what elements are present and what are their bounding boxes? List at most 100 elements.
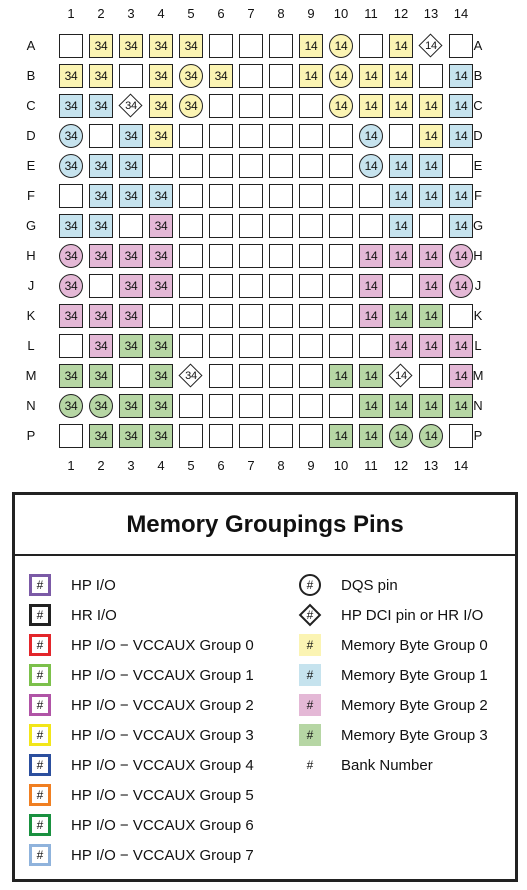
legend-item: #HP I/O − VCCAUX Group 6: [29, 813, 254, 837]
pin-cell: 34: [89, 64, 113, 88]
pin-cell: 34: [119, 304, 143, 328]
bank-number: 34: [94, 369, 108, 383]
bank-number: 34: [124, 129, 138, 143]
row-label-left: E: [26, 158, 36, 173]
legend-title: Memory Groupings Pins: [126, 511, 404, 538]
pin-cell: [269, 214, 293, 238]
pin-cell: [329, 154, 353, 178]
bank-number: 14: [364, 369, 378, 383]
pin-cell: [209, 424, 233, 448]
bank-number: 34: [94, 429, 108, 443]
pin-cell: 34: [149, 64, 173, 88]
bank-number: 14: [334, 69, 348, 83]
pin-cell: [269, 394, 293, 418]
pin-cell: 14: [389, 334, 413, 358]
pin-cell: [419, 64, 443, 88]
pin-cell: [329, 214, 353, 238]
legend-swatch: #: [299, 754, 321, 776]
dqs-pin: 34: [59, 154, 83, 178]
pin-cell: [239, 304, 263, 328]
pin-cell: 34: [89, 34, 113, 58]
legend-item: #HP I/O − VCCAUX Group 7: [29, 843, 254, 867]
bank-number: 14: [394, 249, 408, 263]
bank-number: 14: [304, 39, 318, 53]
legend-swatch: #: [29, 784, 51, 806]
diamond-icon: #: [298, 603, 322, 627]
pin-cell: [299, 364, 323, 388]
dqs-pin: 34: [179, 94, 203, 118]
pin-cell: [389, 274, 413, 298]
pin-cell: 14: [449, 214, 473, 238]
pin-cell: 34: [149, 184, 173, 208]
bank-number: 14: [454, 279, 468, 293]
pin-cell: 14: [419, 184, 443, 208]
bank-number: 14: [424, 159, 438, 173]
pin-cell: [419, 214, 443, 238]
row-label-left: A: [26, 38, 36, 53]
row-label-left: L: [27, 338, 35, 353]
dqs-pin: 14: [359, 124, 383, 148]
pin-cell: 34: [59, 94, 83, 118]
bank-number: 34: [124, 279, 138, 293]
bank-number: 34: [154, 69, 168, 83]
pin-cell: 34: [89, 154, 113, 178]
bank-number: 34: [64, 159, 78, 173]
legend-swatch: #: [299, 724, 321, 746]
row-label-left: K: [26, 308, 36, 323]
pin-cell: [359, 334, 383, 358]
row-label-right: G: [472, 218, 484, 233]
bank-number: 14: [394, 309, 408, 323]
bank-number: 14: [454, 369, 468, 383]
pin-cell: [209, 94, 233, 118]
column-label-top: 5: [187, 6, 195, 21]
legend-symbol: #: [306, 758, 314, 772]
column-label-bottom: 13: [423, 458, 439, 473]
bank-number: 34: [94, 69, 108, 83]
circle-icon: #: [299, 574, 321, 596]
legend-item: # HP I/O − VCCAUX Group 2: [29, 693, 254, 717]
bank-number: 14: [394, 429, 408, 443]
pin-cell: [269, 364, 293, 388]
pin-cell: [299, 274, 323, 298]
row-label-right: A: [473, 38, 483, 53]
pin-cell: [209, 124, 233, 148]
pin-cell: [239, 124, 263, 148]
bank-number: 34: [154, 129, 168, 143]
pin-cell: [59, 184, 83, 208]
pin-cell: [59, 334, 83, 358]
column-label-top: 14: [453, 6, 469, 21]
pin-cell: 34: [119, 154, 143, 178]
legend-symbol: #: [306, 578, 314, 592]
bank-number: 14: [364, 99, 378, 113]
pin-cell: [269, 124, 293, 148]
legend-label: HP I/O − VCCAUX Group 2: [71, 696, 254, 714]
pin-cell: 14: [449, 334, 473, 358]
legend-symbol: #: [36, 728, 44, 742]
legend-symbol: #: [36, 698, 44, 712]
legend-label: HP I/O − VCCAUX Group 7: [71, 846, 254, 864]
pin-cell: 34: [149, 34, 173, 58]
legend-label: Memory Byte Group 3: [341, 726, 488, 744]
pin-cell: 34: [119, 124, 143, 148]
column-label-bottom: 1: [67, 458, 75, 473]
column-label-top: 3: [127, 6, 135, 21]
pin-cell: 14: [359, 304, 383, 328]
pin-cell: [449, 304, 473, 328]
bank-number: 34: [154, 99, 168, 113]
legend-label: HP I/O − VCCAUX Group 3: [71, 726, 254, 744]
bank-number: 14: [364, 159, 378, 173]
bank-number: 14: [364, 429, 378, 443]
bank-number: 34: [64, 279, 78, 293]
column-label-bottom: 9: [307, 458, 315, 473]
pin-cell: [179, 334, 203, 358]
bank-number: 34: [184, 99, 198, 113]
row-label-right: D: [473, 128, 483, 143]
bank-number: 14: [394, 399, 408, 413]
legend-label: HP I/O: [71, 576, 116, 594]
legend-swatch: #: [29, 634, 51, 656]
bank-number: 34: [124, 249, 138, 263]
pin-cell: 34: [89, 184, 113, 208]
dci-pin: 34: [118, 93, 143, 118]
pin-cell: 14: [419, 94, 443, 118]
bank-number: 34: [185, 370, 197, 382]
